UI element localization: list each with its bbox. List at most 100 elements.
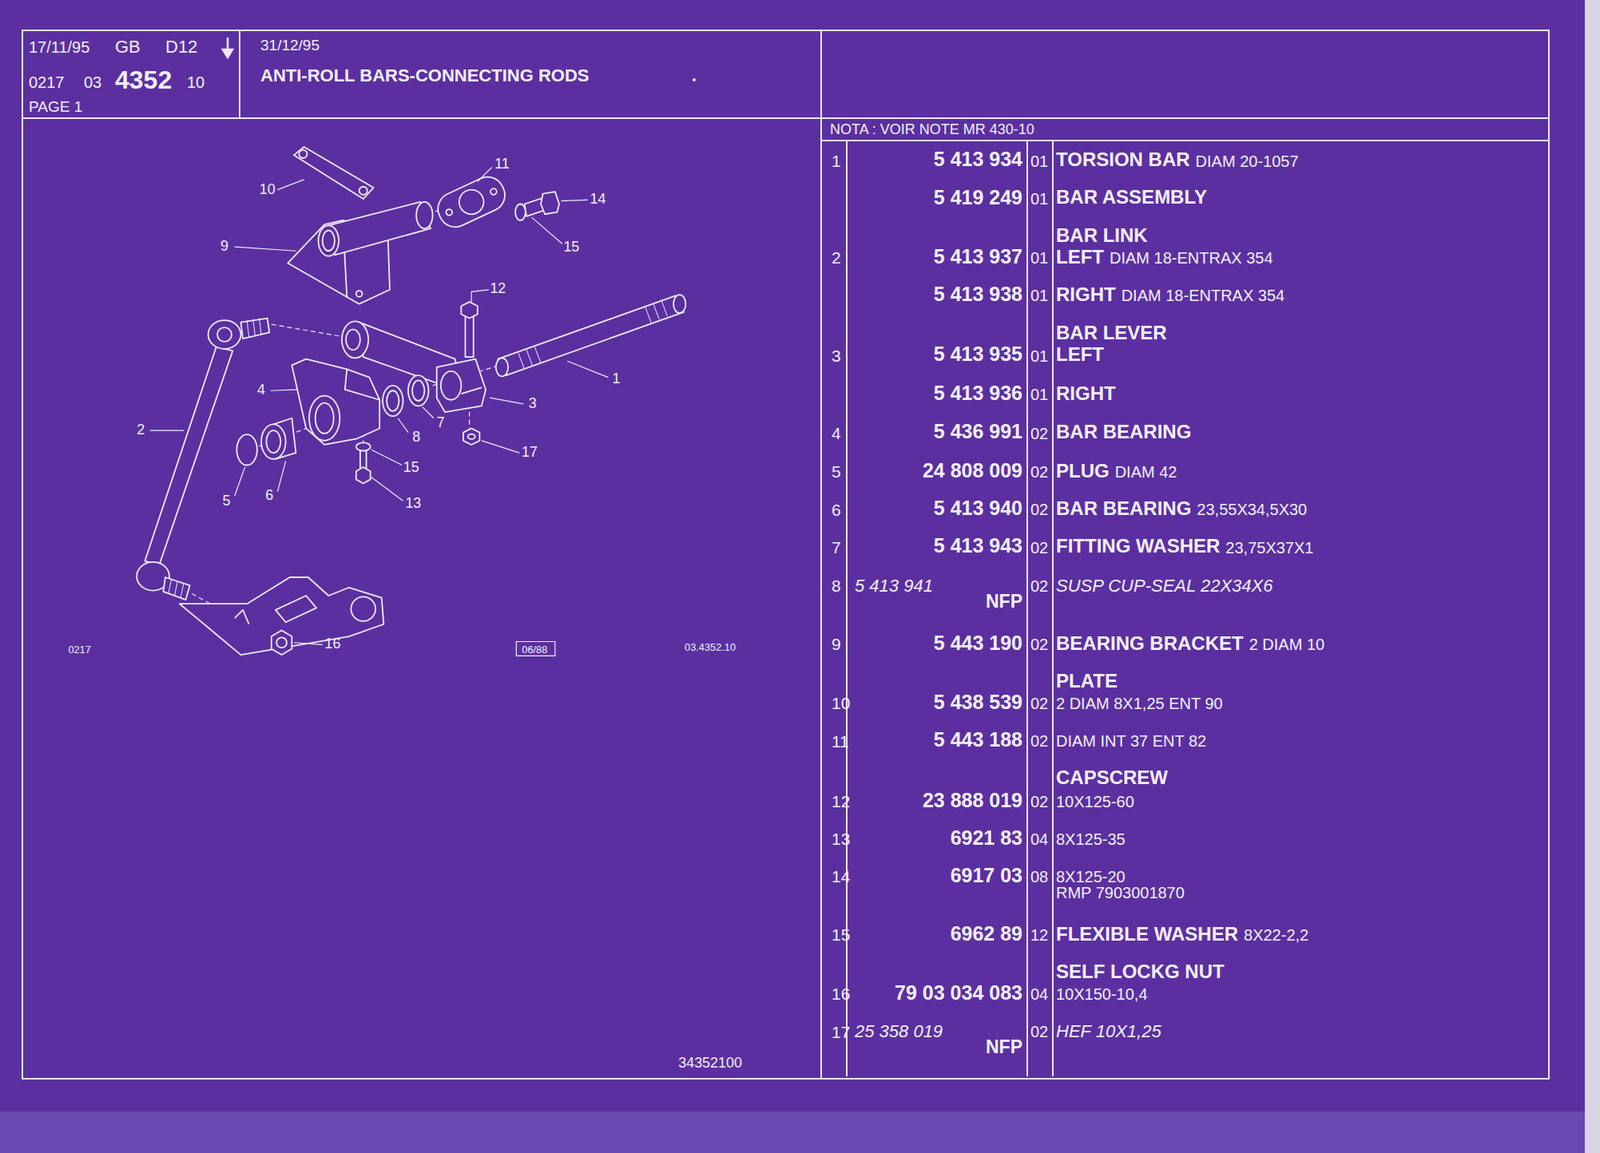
part-number: 5 419 249	[933, 187, 1023, 208]
part-name: PLUG	[1056, 461, 1110, 481]
callout-number: 10	[259, 182, 276, 198]
drawing-path	[234, 610, 250, 625]
part-spec: 23,55X34,5X30	[1196, 501, 1307, 518]
item-number: 2	[831, 249, 842, 267]
drawing-path	[293, 146, 374, 199]
drawing-circle	[298, 150, 307, 159]
part-number: 5 413 940	[933, 498, 1023, 519]
drawing-circle	[444, 208, 453, 217]
item-number: 15	[831, 926, 850, 944]
part-spec: DIAM INT 37 ENT 82	[1056, 733, 1207, 750]
part-name: BEARING BRACKET	[1056, 634, 1244, 654]
quantity: 02	[1030, 733, 1049, 750]
part-spec: 8X125-20	[1056, 869, 1126, 886]
header-text: D12	[165, 38, 198, 56]
header-text: 4352	[115, 67, 172, 93]
callout-number: 7	[436, 416, 445, 431]
drawing-path	[234, 467, 246, 497]
bar-bearing	[291, 359, 380, 445]
drawing-rect	[0, 1111, 1600, 1153]
drawing-ellipse	[408, 375, 429, 406]
drawing-path	[518, 300, 668, 370]
header-text: PAGE 1	[28, 99, 83, 115]
part-spec: 23,75X37X1	[1225, 539, 1314, 556]
part-spec: DIAM 20-1057	[1195, 153, 1299, 170]
item-number: 7	[831, 539, 842, 556]
drawing-ellipse	[496, 357, 509, 377]
drawing-path	[240, 318, 270, 340]
drawing-rect	[22, 30, 1549, 1080]
drawing-path	[371, 449, 402, 465]
drawing-ellipse	[345, 329, 361, 351]
header-text: NOTA : VOIR NOTE MR 430-10	[829, 122, 1035, 137]
item-number: 16	[831, 985, 850, 1003]
part-number: 5 413 941	[854, 577, 934, 596]
callout-number: 12	[489, 281, 506, 297]
item-number: 9	[831, 635, 842, 653]
drawing-circle	[217, 327, 232, 342]
part-name: RIGHT	[1056, 384, 1116, 404]
drawing-path	[497, 295, 683, 376]
torsion-bar	[496, 294, 687, 377]
bar-link	[136, 318, 270, 601]
part-number: 5 443 188	[933, 730, 1023, 751]
drawing-circle	[692, 78, 696, 82]
callout-number: 8	[412, 430, 421, 445]
drawing-circle	[276, 637, 287, 648]
part-spec: DIAM 18-ENTRAX 354	[1109, 250, 1274, 267]
drawing-g	[136, 146, 686, 656]
callout-number: 6	[265, 488, 274, 504]
part-name: RIGHT	[1056, 285, 1116, 305]
drawing-path	[532, 217, 563, 244]
quantity: 01	[1030, 190, 1049, 207]
drawing-path	[168, 579, 184, 599]
part-number: 5 413 935	[933, 344, 1023, 365]
callout-number: 15	[563, 240, 580, 255]
callout-number: 5	[222, 495, 231, 510]
drawing-path	[271, 324, 343, 337]
quantity: 02	[1030, 464, 1049, 481]
drawing-g	[22, 30, 1549, 1080]
item-number: 4	[831, 424, 842, 442]
part-number: 6962 89	[950, 924, 1023, 945]
drawing-rect	[1584, 0, 1600, 1153]
capscrew	[515, 191, 560, 221]
drawing-path	[460, 301, 477, 318]
down-arrow	[222, 37, 233, 58]
header-text: 03	[83, 74, 102, 91]
quantity: 12	[1030, 927, 1049, 944]
drawing-path	[246, 318, 262, 338]
assembly-axis	[191, 210, 501, 640]
part-spec: DIAM 42	[1115, 464, 1178, 481]
nfp-mark: NFP	[985, 1038, 1023, 1057]
drawing-ellipse	[309, 396, 340, 441]
drawing-circle	[455, 186, 489, 219]
nfp-mark: NFP	[985, 592, 1023, 612]
drawing-ellipse	[356, 442, 371, 451]
page-title: ANTI-ROLL BARS-CONNECTING RODS	[260, 67, 589, 85]
header-text: GB	[115, 38, 141, 56]
drawing-path	[144, 346, 233, 565]
drawing-path	[561, 199, 588, 201]
drawing-ellipse	[468, 434, 476, 440]
part-spec: 2 DIAM 10	[1249, 636, 1325, 653]
drawing-ellipse	[673, 294, 686, 314]
part-name: FLEXIBLE WASHER	[1056, 925, 1239, 945]
date-box	[516, 641, 556, 656]
capscrew	[356, 442, 371, 484]
drawing-rect	[432, 171, 511, 233]
drawing-path	[291, 359, 380, 445]
item-number: 6	[831, 501, 842, 519]
drawing-path	[179, 577, 384, 656]
drawing-ellipse	[322, 230, 335, 252]
item-number: 11	[831, 733, 850, 751]
drawing-path	[422, 407, 434, 419]
drawing-path	[463, 428, 480, 445]
part-spec: SUSP CUP-SEAL 22X34X6	[1056, 577, 1273, 596]
item-number: 14	[831, 868, 850, 886]
drawing-ellipse	[341, 321, 369, 358]
drawing-path	[460, 387, 482, 394]
header-cell: 17/11/95GBD12021703435210PAGE 1	[22, 30, 240, 119]
